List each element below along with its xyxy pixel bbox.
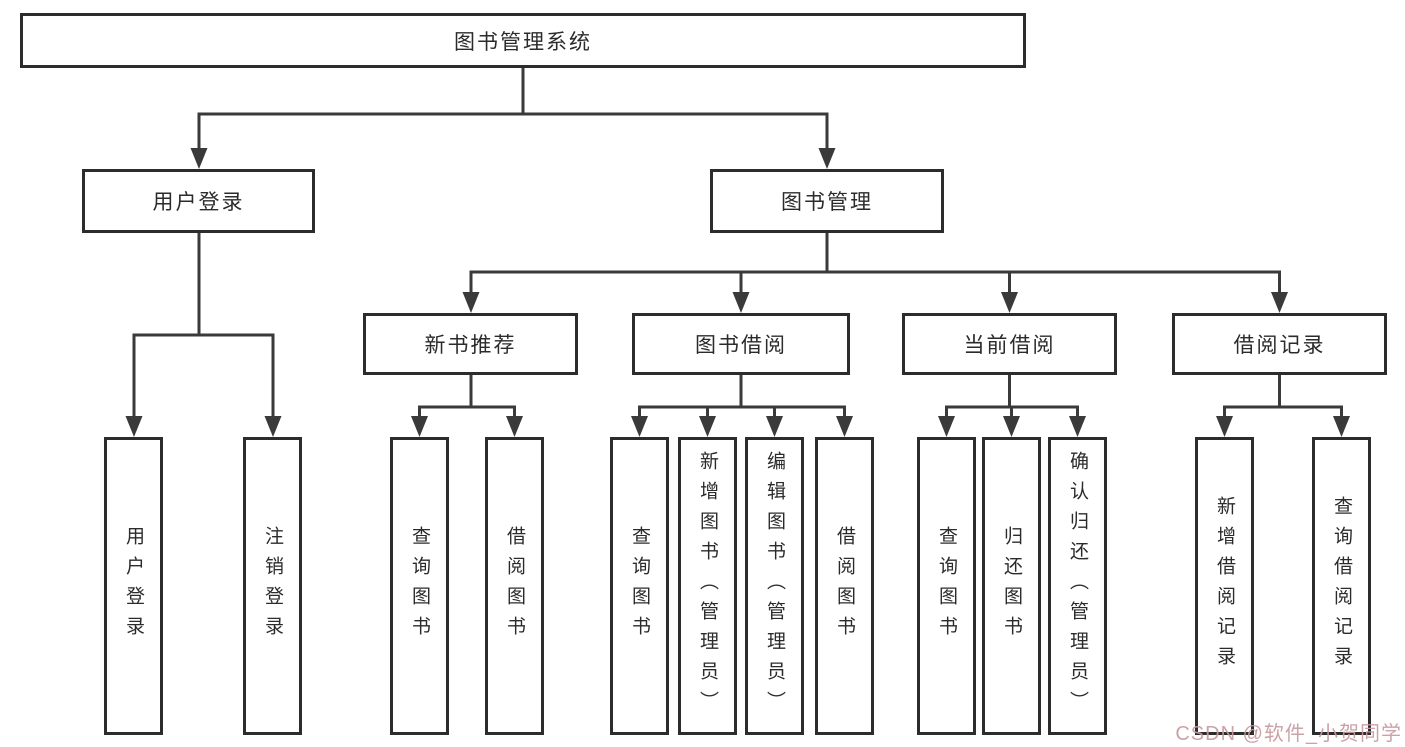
node-current-borrowing: 当前借阅	[902, 313, 1117, 375]
node-borrowing-records: 借阅记录	[1172, 313, 1387, 375]
leaf-query-books-recommend-label: 查询图书	[409, 526, 430, 646]
node-current-borrowing-label: 当前借阅	[963, 334, 1056, 357]
leaf-user-login-label: 用户登录	[123, 526, 144, 646]
node-new-book-recommendation-label: 新书推荐	[424, 334, 517, 357]
leaf-borrow-books-borrowing-label: 借阅图书	[834, 526, 855, 646]
node-user-login: 用户登录	[82, 169, 315, 233]
node-book-management-system-label: 图书管理系统	[454, 30, 592, 54]
leaf-add-borrow-record: 新增借阅记录	[1195, 437, 1254, 735]
leaf-return-books: 归还图书	[982, 437, 1041, 735]
leaf-query-books-recommend: 查询图书	[390, 437, 449, 735]
leaf-edit-books-admin-label: 编辑图书（管理员）	[764, 451, 785, 721]
node-user-login-label: 用户登录	[152, 191, 245, 214]
node-book-borrowing-label: 图书借阅	[695, 334, 787, 357]
leaf-borrow-books-recommend-label: 借阅图书	[504, 526, 525, 646]
leaf-query-borrow-record-label: 查询借阅记录	[1331, 496, 1352, 676]
leaf-confirm-return-admin: 确认归还（管理员）	[1048, 437, 1107, 735]
node-book-management: 图书管理	[710, 169, 944, 233]
leaf-return-books-label: 归还图书	[1001, 526, 1022, 646]
leaf-borrow-books-recommend: 借阅图书	[485, 437, 544, 735]
node-borrowing-records-label: 借阅记录	[1233, 334, 1326, 357]
leaf-edit-books-admin: 编辑图书（管理员）	[745, 437, 804, 735]
leaf-add-borrow-record-label: 新增借阅记录	[1214, 496, 1235, 676]
leaf-query-books-current-label: 查询图书	[936, 526, 957, 646]
leaf-add-books-admin: 新增图书（管理员）	[678, 437, 737, 735]
leaf-query-books-current: 查询图书	[917, 437, 976, 735]
node-book-management-system: 图书管理系统	[20, 13, 1026, 68]
arrowhead-icons	[125, 148, 1350, 437]
leaf-add-books-admin-label: 新增图书（管理员）	[697, 451, 718, 721]
leaf-logout: 注销登录	[243, 437, 302, 735]
watermark: CSDN @软件_小贺同学	[1175, 723, 1402, 745]
leaf-user-login: 用户登录	[104, 437, 163, 735]
leaf-query-books-borrowing-label: 查询图书	[629, 526, 650, 646]
node-new-book-recommendation: 新书推荐	[363, 313, 578, 375]
leaf-logout-label: 注销登录	[262, 526, 283, 646]
leaf-query-borrow-record: 查询借阅记录	[1312, 437, 1371, 735]
leaf-borrow-books-borrowing: 借阅图书	[815, 437, 874, 735]
node-book-borrowing: 图书借阅	[632, 313, 850, 375]
leaf-confirm-return-admin-label: 确认归还（管理员）	[1067, 451, 1088, 721]
leaf-query-books-borrowing: 查询图书	[610, 437, 669, 735]
node-book-management-label: 图书管理	[781, 191, 873, 214]
